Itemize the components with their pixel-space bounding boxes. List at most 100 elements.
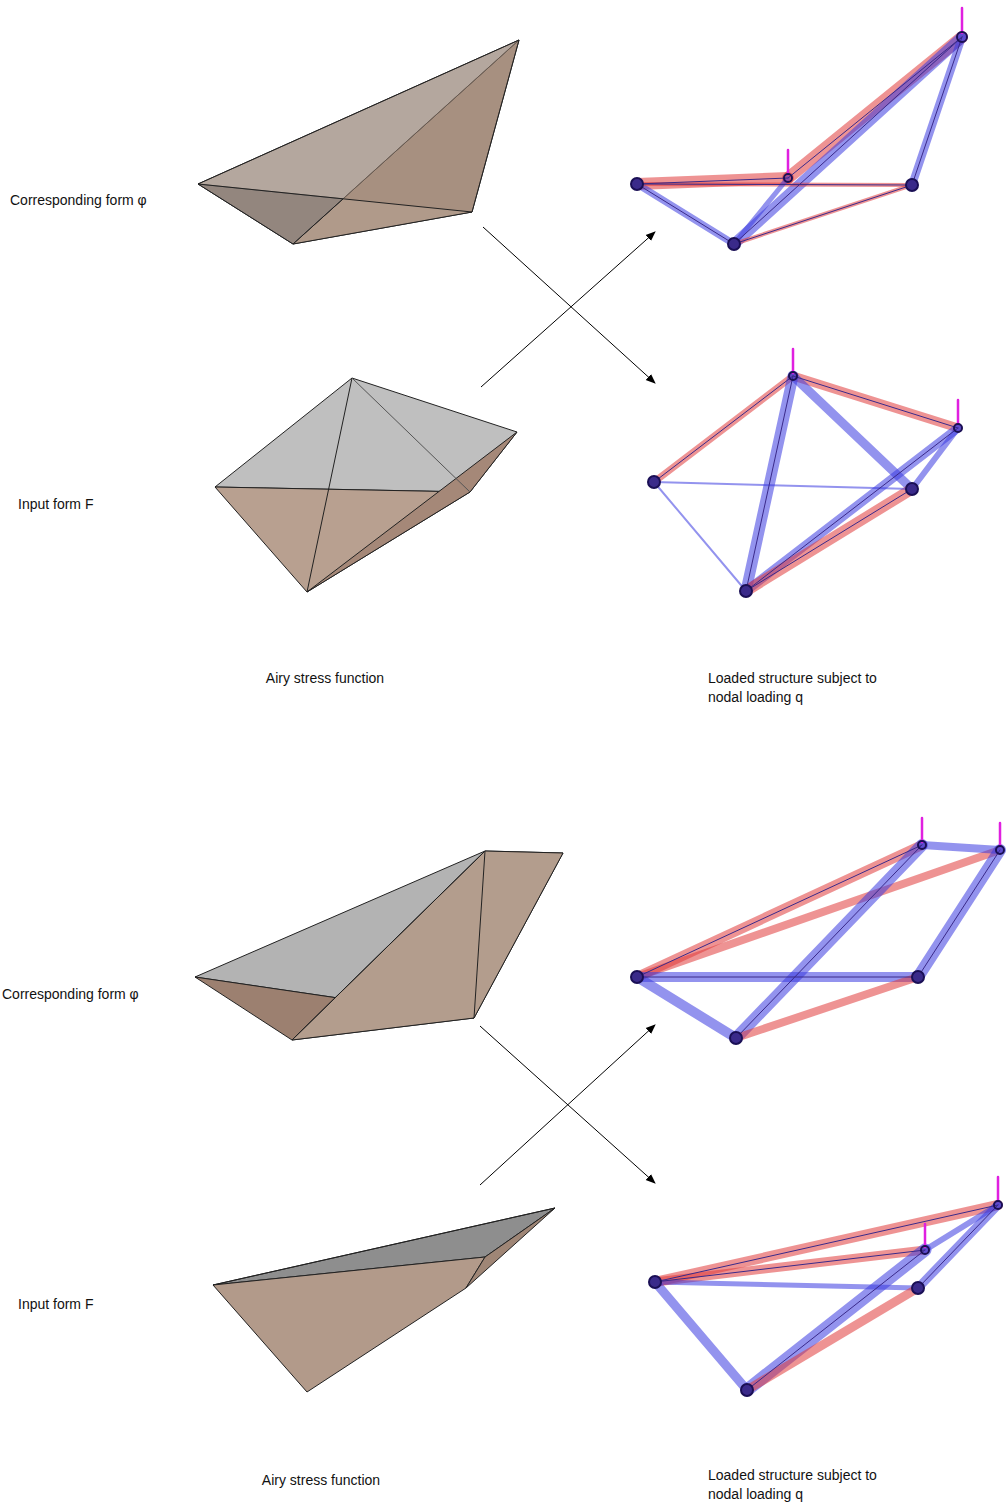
drawing-part [734,37,962,244]
drawing-part [912,971,924,983]
drawing-part [654,482,746,591]
drawing-part [925,1177,998,1247]
drawing-part [746,376,793,591]
drawing-part [918,850,1000,977]
drawing-part [637,184,734,244]
drawing-part [637,977,736,1038]
drawing-part [637,184,734,244]
drawing-part [746,489,912,591]
column-label: Airy stress function [230,669,420,688]
drawing-part [906,483,918,495]
truss-structure [649,1177,1002,1396]
drawing-part [918,1205,998,1288]
drawing-part [637,972,918,982]
drawing-part [655,1250,925,1282]
drawing-part [654,376,793,482]
drawing-part [631,971,643,983]
drawing-part [655,1205,998,1282]
mapping-arrow [481,227,655,387]
drawing-part [918,841,926,849]
drawing-part [655,1205,998,1282]
drawing-part [474,851,485,1018]
drawing-part [637,845,922,977]
drawing-part [637,184,912,185]
drawing-part [784,174,792,182]
row-label: Input form F [18,1295,198,1314]
drawing-part [292,851,563,1040]
drawing-part [213,1208,555,1285]
drawing-part [655,1205,998,1390]
drawing-part [789,372,797,380]
drawing-part [736,845,922,1038]
drawing-part [994,1201,1002,1209]
drawing-part [198,40,519,212]
drawing-part [730,1032,742,1044]
drawing-part [746,489,912,591]
drawing-part [918,850,1000,977]
drawing-part [741,1384,753,1396]
drawing-part [912,1282,924,1294]
drawing-part [747,1250,925,1390]
drawing-part [912,37,962,185]
drawing-part [736,845,922,1038]
drawing-part [480,1025,655,1185]
drawing-part [954,424,962,432]
row-label: Input form F [18,495,198,514]
drawing-part [213,1257,485,1392]
drawing-part [734,185,912,244]
drawing-part [922,845,1000,850]
drawing-part [198,40,519,244]
truss-structure [631,818,1004,1044]
drawing-part [637,184,912,185]
drawing-part [483,227,655,383]
drawing-part [747,1288,918,1390]
drawing-part [793,349,958,424]
drawing-part [466,1208,555,1288]
truss-structure [648,349,962,597]
drawing-part [631,178,643,190]
drawing-part [957,32,967,42]
drawing-part [352,378,470,492]
drawing-part [747,1250,925,1390]
drawing-part [793,376,958,428]
drawing-part [924,1224,927,1247]
drawing-part [728,238,740,250]
drawing-part [746,428,958,591]
mapping-arrow [480,1025,655,1185]
drawing-part [997,1177,1000,1201]
drawing-part [654,376,958,591]
drawing-part [649,1201,1002,1396]
drawing-part [996,846,1004,854]
drawing-part [906,179,918,191]
drawing-part [734,37,962,244]
drawing-part [654,482,912,489]
drawing-part [792,349,795,373]
drawing-part [637,845,1000,1038]
drawing-part [631,32,967,250]
drawing-part [921,818,924,842]
drawing-part [957,400,960,424]
drawing-part [649,1276,661,1288]
drawing-part [655,1282,747,1390]
stress-function-surface [195,851,563,1040]
drawing-part [637,37,962,244]
drawing-part [788,8,962,174]
drawing-part [654,376,958,591]
drawing-part [787,150,790,174]
drawing-part [921,1246,929,1254]
drawing-part [746,428,958,591]
stress-function-surface [213,1208,555,1392]
drawing-part [481,232,655,387]
drawing-part [648,372,962,597]
stress-function-surface [198,40,519,244]
drawing-part [637,845,922,977]
drawing-part [922,818,1000,846]
drawing-part [307,378,352,592]
drawing-part [788,37,962,178]
drawing-part [631,841,1004,1044]
drawing-part [648,476,660,488]
row-label: Corresponding form φ [2,985,192,1004]
column-label: Loaded structure subject to nodal loadin… [708,1466,908,1504]
drawing-part [637,845,1000,1038]
